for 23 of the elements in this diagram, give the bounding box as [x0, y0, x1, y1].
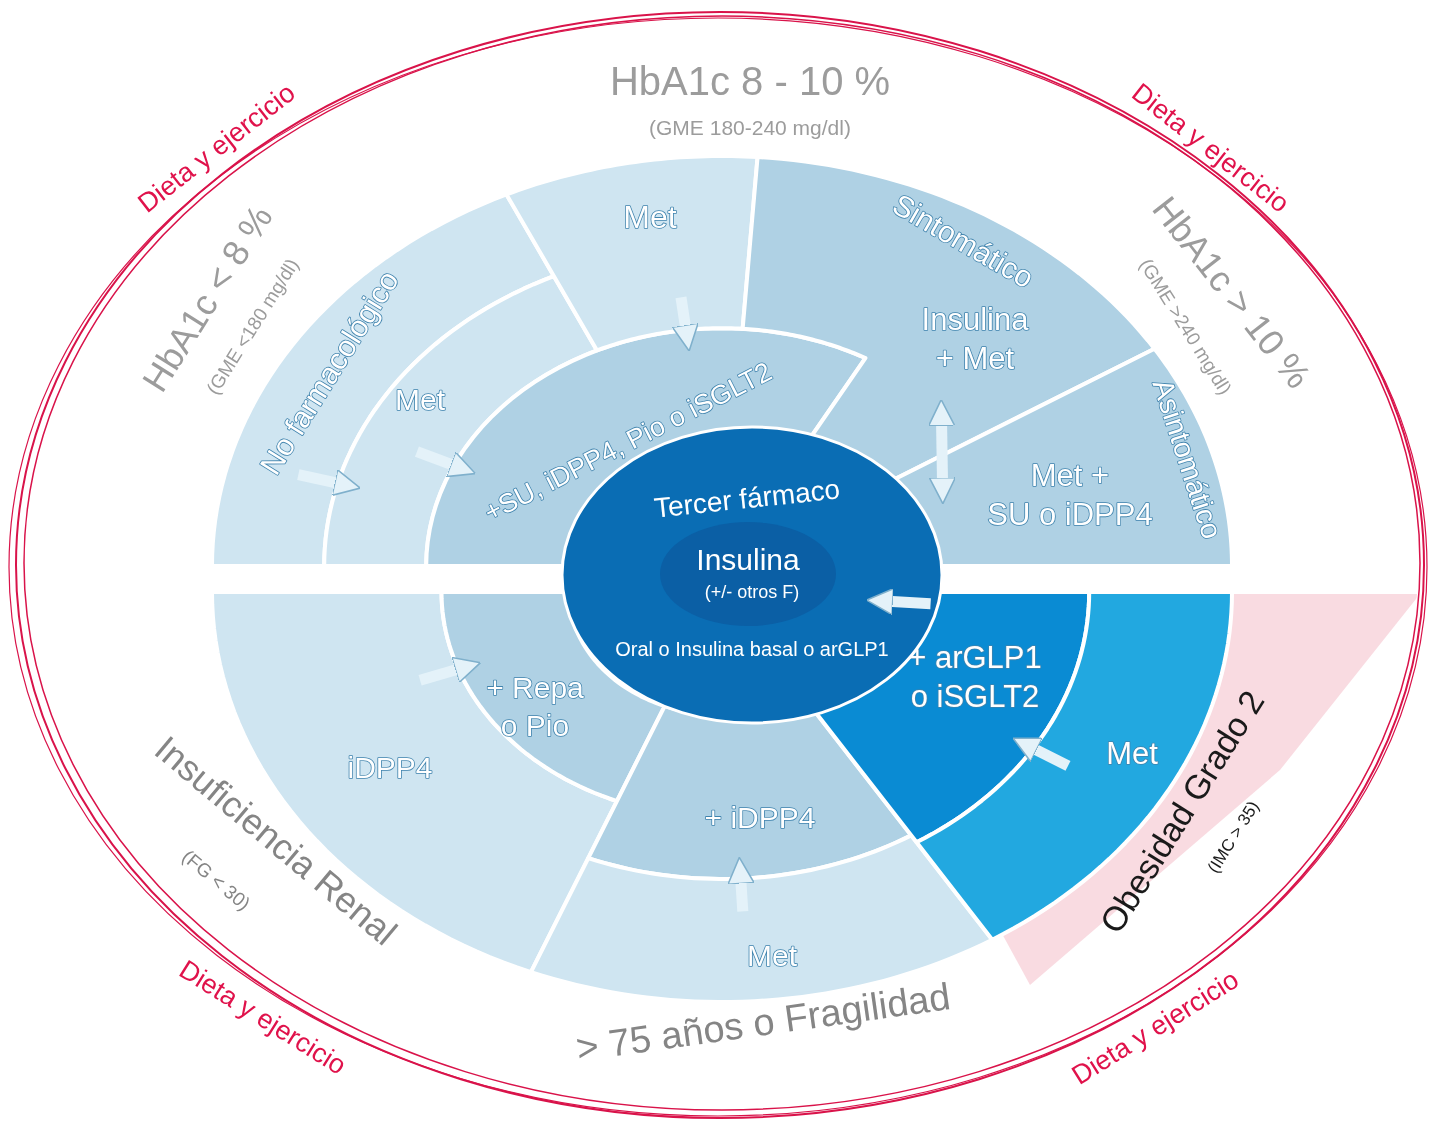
segment-label: + iDPP4	[704, 801, 816, 834]
segment-label: Insulina	[696, 543, 800, 576]
segment-label: Insulina + Met	[921, 302, 1029, 376]
arrow	[297, 469, 362, 497]
heading-text: > 75 años o Fragilidad	[573, 975, 953, 1070]
heading-text: HbA1c 8 - 10 %	[609, 59, 891, 103]
segment-label: iDPP4	[347, 751, 433, 784]
segment-label: Met	[395, 383, 445, 416]
arrow	[671, 296, 699, 352]
segment-label: Oral o Insulina basal o arGLP1	[615, 638, 889, 660]
arrow	[727, 856, 755, 912]
segment-label: Met	[1106, 736, 1158, 771]
arrow	[415, 446, 477, 478]
heading-text: (GME 180-240 mg/dl)	[649, 116, 851, 139]
segment-label: Met	[747, 939, 797, 972]
arrow	[1012, 737, 1071, 771]
segment-label: (+/- otros F)	[704, 582, 800, 602]
arrow	[865, 587, 931, 616]
segment-label: Met	[623, 199, 677, 235]
segment-label: Met + SU o iDPP4	[987, 458, 1153, 532]
arrow	[927, 398, 957, 505]
segment-label: Tercer fármaco	[652, 473, 842, 524]
arrow	[418, 656, 482, 686]
